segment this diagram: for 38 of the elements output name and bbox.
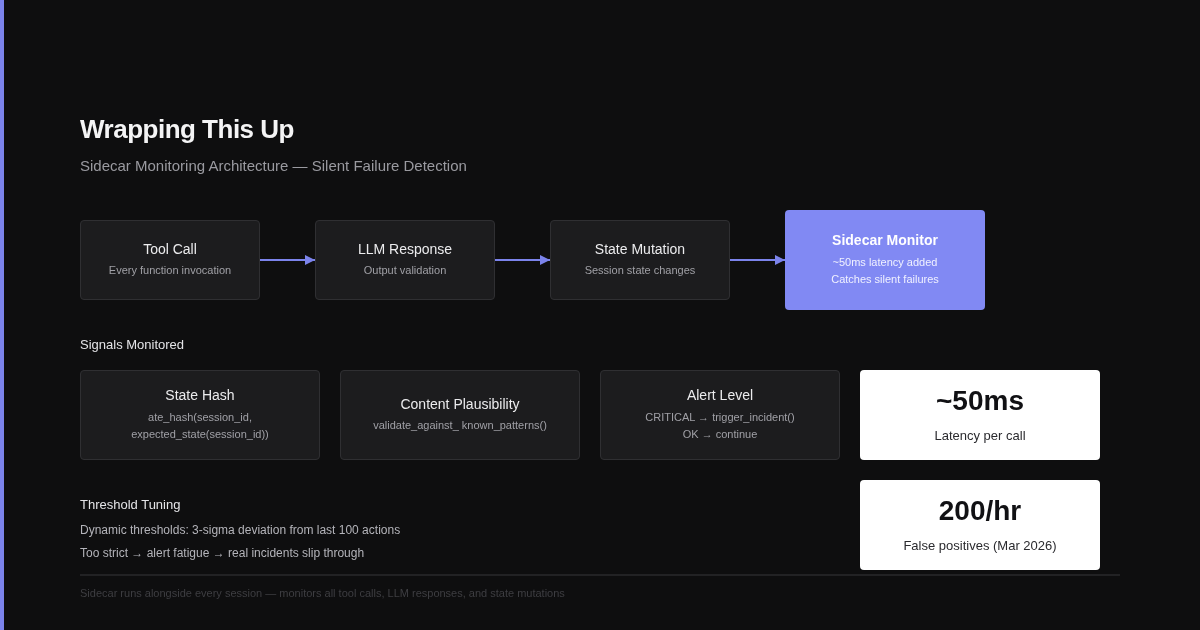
title: Wrapping This Up	[80, 114, 294, 145]
stat-caption: False positives (Mar 2026)	[903, 536, 1057, 555]
box-detail: Output validation	[363, 263, 447, 279]
box-detail: ate_hash(session_id, expected_state(session_id))	[130, 409, 270, 443]
arrow	[494, 255, 551, 265]
box-heading: State Hash	[165, 386, 235, 405]
stat-value: 200/hr	[938, 494, 1022, 529]
section-heading: Threshold Tuning	[80, 497, 181, 512]
section-heading: Signals Monitored	[80, 337, 185, 352]
process-box	[315, 220, 495, 300]
box-heading: LLM Response	[357, 240, 453, 259]
box-heading: Content Plausibility	[400, 395, 520, 414]
stat-caption: Latency per call	[934, 426, 1026, 445]
arrow	[729, 255, 786, 265]
stat-value: ~50ms	[936, 384, 1024, 419]
note-text: Too strict → alert fatigue → real incidents slip through	[80, 546, 365, 560]
box-detail: ~50ms latency added	[832, 254, 938, 270]
box-detail: Every function invocation	[108, 263, 232, 279]
process-box	[550, 220, 730, 300]
monitor-box	[785, 210, 985, 310]
box-heading: Alert Level	[686, 386, 754, 405]
note-text: Dynamic thresholds: 3-sigma deviation from last 100 actions	[80, 523, 401, 537]
box-detail: Session state changes	[584, 263, 696, 279]
process-box	[80, 220, 260, 300]
box-detail: CRITICAL → trigger_incident()	[645, 409, 795, 425]
box-heading: State Mutation	[594, 240, 686, 259]
stat-card	[860, 480, 1100, 570]
process-box	[340, 370, 580, 460]
box-heading: Tool Call	[143, 240, 197, 259]
process-box	[80, 370, 320, 460]
process-box	[600, 370, 840, 460]
stat-card	[860, 370, 1100, 460]
box-detail: OK → continue	[682, 427, 758, 443]
box-heading: Sidecar Monitor	[832, 231, 938, 250]
box-detail: Catches silent failures	[831, 272, 939, 288]
subtitle: Sidecar Monitoring Architecture — Silent Failure Detection	[80, 157, 467, 174]
arrow	[259, 255, 316, 265]
box-detail: validate_against_ known_patterns()	[373, 418, 547, 434]
